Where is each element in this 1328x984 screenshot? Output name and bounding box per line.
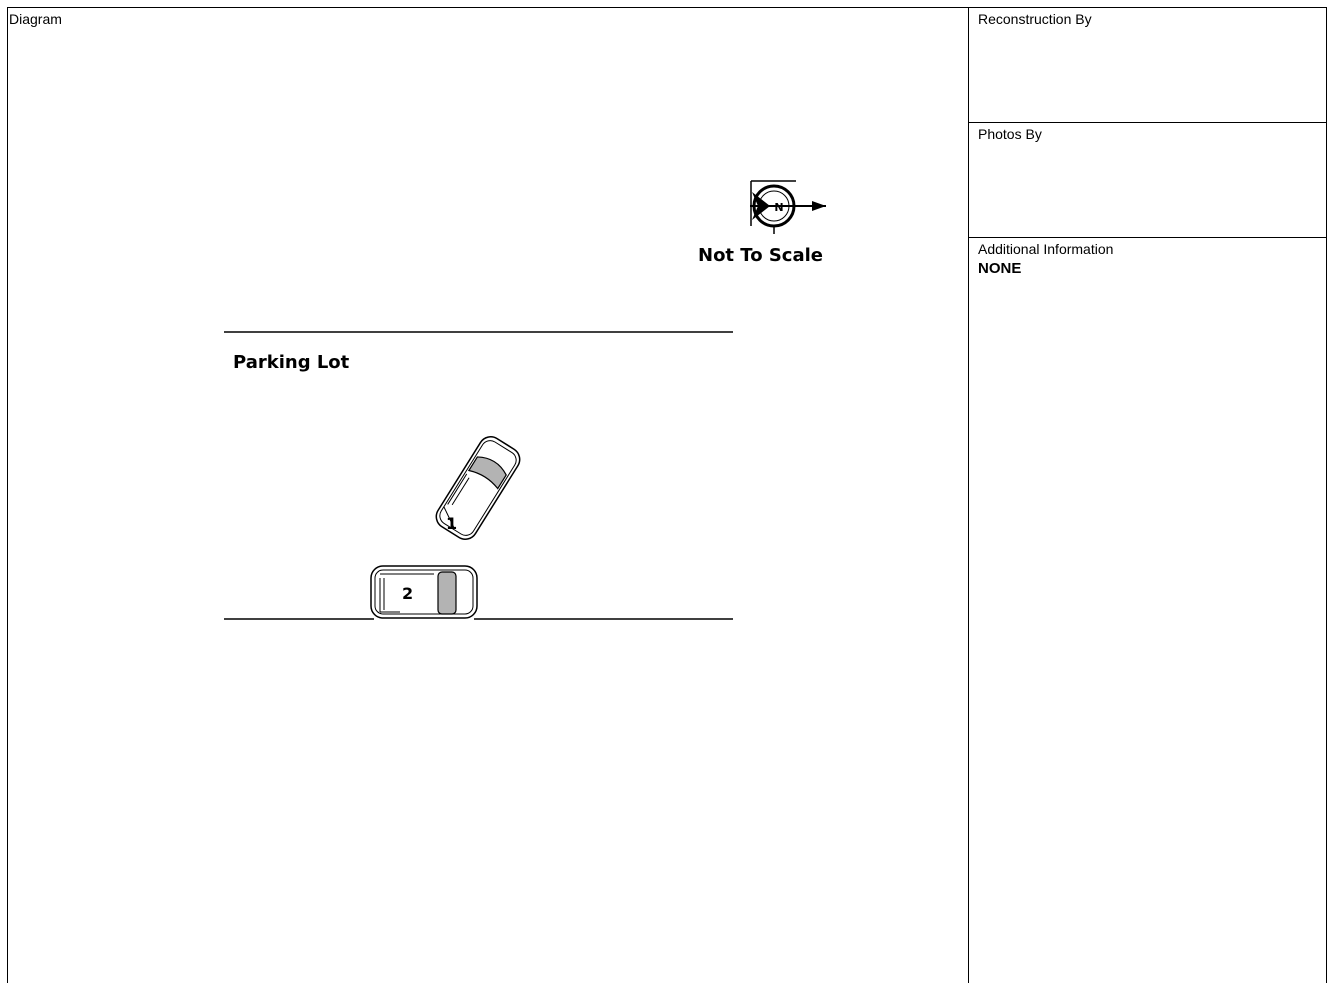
vehicle-1: 1 xyxy=(435,436,521,540)
diagram-label: Diagram xyxy=(9,11,62,27)
diagram-canvas: N Not To Scale Parking Lot 1 xyxy=(224,180,826,620)
additional-info-value: NONE xyxy=(978,260,1022,277)
svg-text:N: N xyxy=(774,201,783,214)
north-arrow-icon: N xyxy=(750,180,826,234)
vehicle-2-number: 2 xyxy=(402,584,413,603)
vehicle-2: 2 xyxy=(370,565,478,619)
additional-info-panel: Additional Information NONE xyxy=(969,237,1327,983)
diagram-panel: Diagram N Not To Scale Parking Lot xyxy=(7,7,969,983)
vehicle-1-number: 1 xyxy=(446,514,457,533)
photos-panel: Photos By xyxy=(969,122,1327,238)
photos-label: Photos By xyxy=(978,126,1042,142)
additional-info-label: Additional Information xyxy=(978,241,1114,257)
scale-note: Not To Scale xyxy=(698,245,823,266)
reconstruction-label: Reconstruction By xyxy=(978,11,1092,27)
area-label: Parking Lot xyxy=(233,352,350,373)
reconstruction-panel: Reconstruction By xyxy=(969,7,1327,123)
